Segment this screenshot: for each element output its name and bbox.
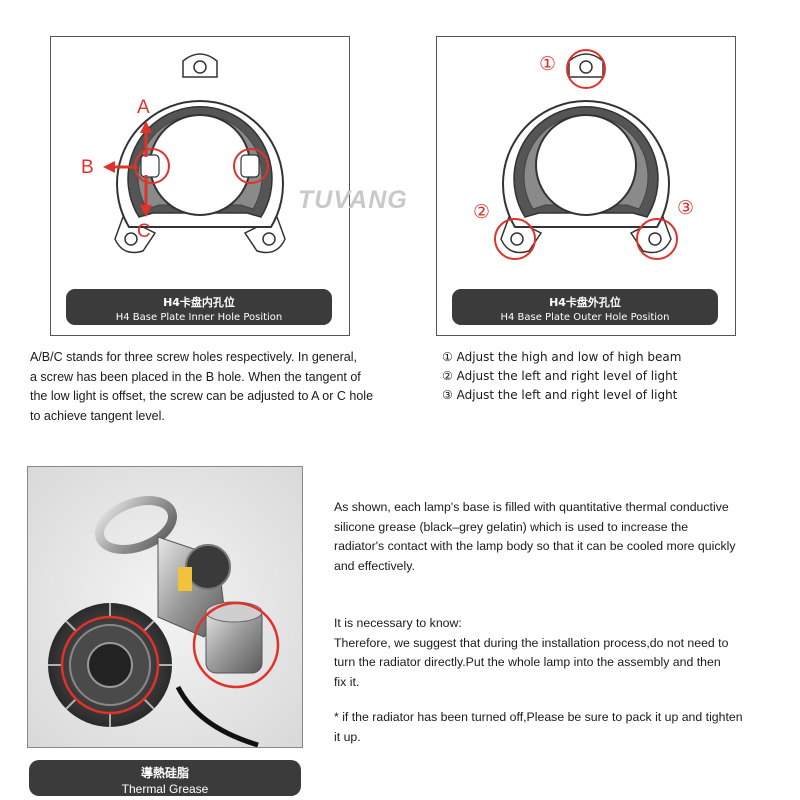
- marker-3: ③: [677, 197, 695, 219]
- grease-desc-line: silicone grease (black–grey gelatin) whi…: [334, 519, 689, 534]
- grease-caption-cn: 導熱硅脂: [140, 766, 189, 780]
- inner-desc-line: to achieve tangent level.: [30, 408, 165, 423]
- warning-note: * if the radiator has been turned off,Pl…: [334, 708, 784, 747]
- inner-hole-panel: A B C H4卡盘内孔位 H4 Base Plate Inner Hole P…: [50, 36, 350, 336]
- outer-hole-diagram: [494, 49, 678, 260]
- label-b: B: [81, 157, 94, 178]
- grease-description: As shown, each lamp's base is filled wit…: [334, 498, 784, 576]
- lamp-photo: [28, 467, 302, 747]
- inner-hole-diagram: [103, 53, 286, 254]
- outer-note-2: ② Adjust the left and right level of lig…: [442, 369, 678, 384]
- outer-note-3: ③ Adjust the left and right level of lig…: [442, 388, 678, 403]
- grease-desc-line: and effectively.: [334, 558, 415, 573]
- know-line: turn the radiator directly.Put the whole…: [334, 655, 721, 670]
- outer-note-1: ① Adjust the high and low of high beam: [442, 350, 682, 364]
- inner-desc-line: the low light is offset, the screw can b…: [30, 389, 374, 404]
- inner-panel-caption: H4卡盘内孔位 H4 Base Plate Inner Hole Positio…: [66, 289, 332, 325]
- installation-note: It is necessary to know: Therefore, we s…: [334, 614, 784, 692]
- marker-1: ①: [539, 53, 557, 75]
- know-line: Therefore, we suggest that during the in…: [334, 635, 729, 650]
- inner-desc-line: A/B/C stands for three screw holes respe…: [30, 350, 358, 364]
- grease-desc-line: radiator's contact with the lamp body so…: [334, 539, 736, 554]
- know-line: fix it.: [334, 674, 360, 689]
- thermal-grease-caption: 導熱硅脂 Thermal Grease: [29, 760, 301, 796]
- label-a: A: [137, 97, 150, 118]
- grease-caption-en: Thermal Grease: [121, 782, 209, 796]
- outer-hole-notes: ① Adjust the high and low of high beam ②…: [442, 348, 762, 406]
- outer-caption-en: H4 Base Plate Outer Hole Position: [500, 312, 670, 323]
- grease-desc-line: As shown, each lamp's base is filled wit…: [334, 500, 729, 514]
- warning-line: * if the radiator has been turned off,Pl…: [334, 710, 743, 724]
- outer-caption-cn: H4卡盘外孔位: [549, 296, 621, 309]
- inner-hole-description: A/B/C stands for three screw holes respe…: [30, 348, 420, 426]
- outer-panel-caption: H4卡盘外孔位 H4 Base Plate Outer Hole Positio…: [452, 289, 718, 325]
- warning-line: it up.: [334, 729, 361, 744]
- know-line: It is necessary to know:: [334, 616, 462, 630]
- marker-2: ②: [473, 201, 491, 223]
- inner-desc-line: a screw has been placed in the B hole. W…: [30, 369, 361, 384]
- lamp-photo-panel: [27, 466, 303, 748]
- outer-hole-panel: ① ② ③ H4卡盘外孔位 H4 Base Plate Outer Hole P…: [436, 36, 736, 336]
- watermark-logo: TUVANG: [298, 186, 408, 214]
- label-c: C: [137, 221, 151, 242]
- inner-caption-en: H4 Base Plate Inner Hole Position: [115, 312, 283, 323]
- inner-caption-cn: H4卡盘内孔位: [163, 296, 235, 309]
